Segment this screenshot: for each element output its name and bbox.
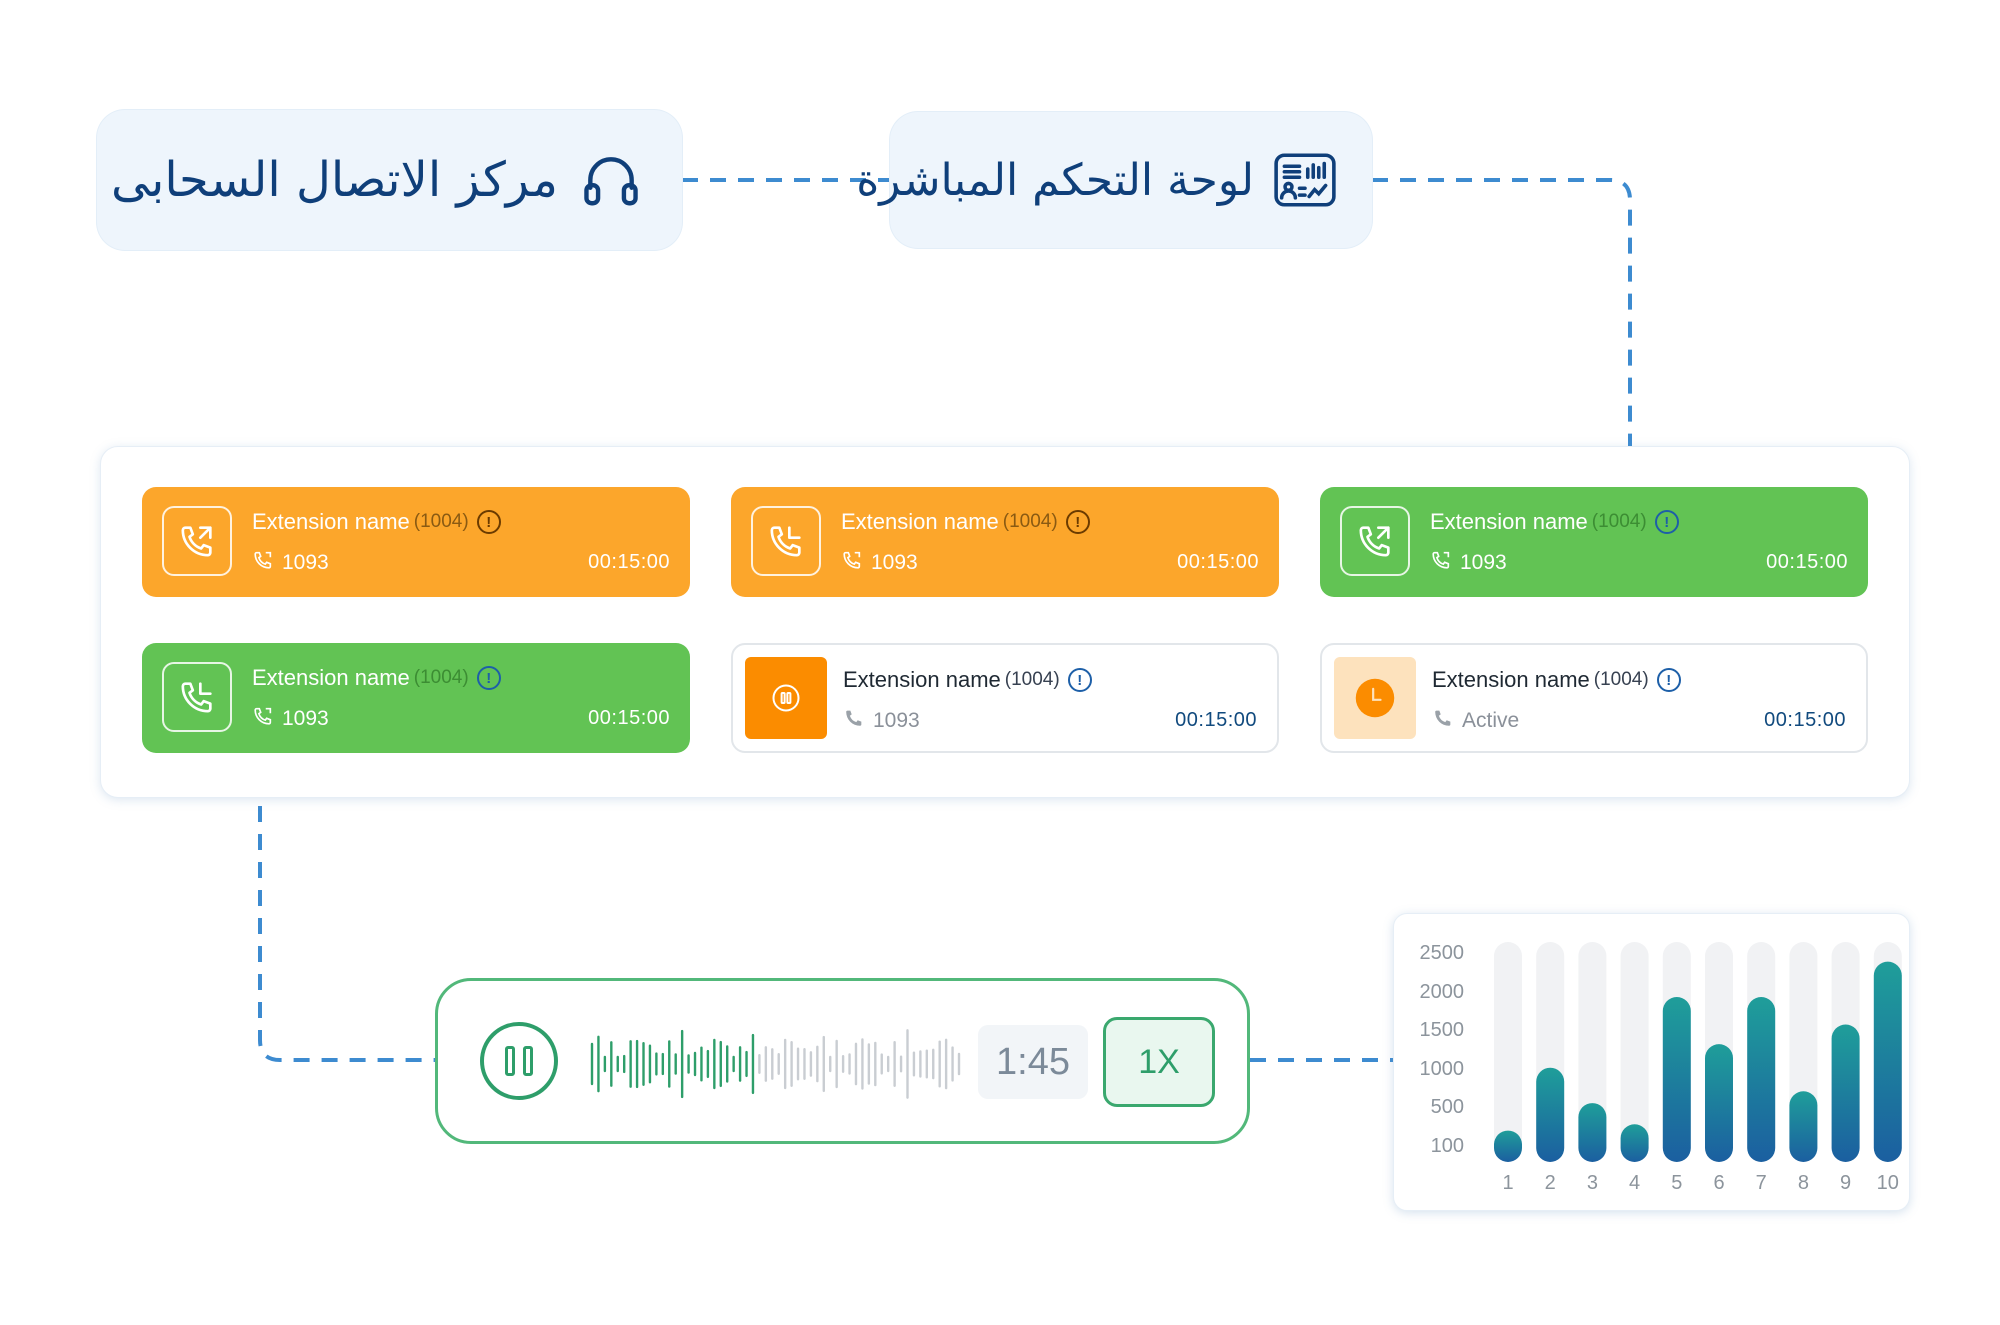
caller-number: 1093 bbox=[873, 709, 920, 732]
extension-card-1[interactable]: Extension name(1004) ! 1093 00:15:00 bbox=[142, 487, 690, 597]
x-tick-label: 8 bbox=[1797, 1172, 1809, 1194]
x-tick-label: 9 bbox=[1840, 1172, 1852, 1194]
bar-7[interactable] bbox=[1747, 997, 1776, 1162]
info-icon[interactable]: ! bbox=[1654, 510, 1679, 534]
x-tick-label: 4 bbox=[1629, 1172, 1641, 1194]
info-icon[interactable]: ! bbox=[476, 666, 501, 690]
clock-icon bbox=[1334, 657, 1416, 739]
info-icon[interactable]: ! bbox=[1067, 668, 1092, 692]
phone-icon bbox=[252, 705, 274, 733]
phone-incoming-icon bbox=[1340, 506, 1410, 576]
phone-icon bbox=[1432, 707, 1454, 735]
call-duration: 00:15:00 bbox=[1177, 551, 1259, 573]
y-tick-label: 100 bbox=[1430, 1134, 1464, 1157]
pause-bar-right bbox=[523, 1046, 533, 1076]
bar-8[interactable] bbox=[1789, 1091, 1818, 1162]
extension-name: Extension name(1004) ! bbox=[843, 667, 1092, 693]
x-tick-label: 5 bbox=[1671, 1172, 1683, 1194]
bar-track bbox=[1494, 942, 1522, 1162]
y-tick-label: 500 bbox=[1430, 1096, 1464, 1118]
caller-number: 1093 bbox=[282, 551, 329, 574]
bar-chart-card: 1 2 3 4 5 6 7 8 9 10 2500 2000 1500 1000 500 100 bbox=[1393, 913, 1910, 1211]
extension-name: Extension name(1004) ! bbox=[252, 509, 501, 535]
audio-player: 1:45 1X bbox=[435, 978, 1250, 1144]
phone-outgoing-icon bbox=[162, 662, 232, 732]
call-duration: 00:15:00 bbox=[1766, 551, 1848, 573]
y-tick-label: 2500 bbox=[1419, 942, 1465, 964]
phone-icon bbox=[252, 549, 274, 577]
y-tick-label: 1000 bbox=[1419, 1057, 1465, 1080]
bar-2[interactable] bbox=[1536, 1067, 1565, 1162]
x-tick-label: 1 bbox=[1502, 1172, 1514, 1194]
bar-9[interactable] bbox=[1831, 1024, 1860, 1163]
call-duration: 00:15:00 bbox=[1175, 709, 1257, 731]
extension-name: Extension name(1004) ! bbox=[841, 509, 1090, 535]
playback-time: 1:45 bbox=[978, 1025, 1088, 1099]
y-tick-label: 2000 bbox=[1419, 980, 1465, 1003]
y-tick-label: 1500 bbox=[1419, 1019, 1465, 1041]
bar-5[interactable] bbox=[1662, 997, 1691, 1162]
extension-name: Extension name(1004) ! bbox=[1432, 667, 1681, 693]
phone-icon bbox=[1430, 549, 1452, 577]
extension-card-4[interactable]: Extension name(1004) ! 1093 00:15:00 bbox=[142, 643, 690, 753]
call-status: Active bbox=[1462, 709, 1520, 732]
info-icon[interactable]: ! bbox=[1656, 668, 1681, 692]
phone-icon bbox=[841, 549, 863, 577]
info-icon[interactable]: ! bbox=[1065, 510, 1090, 534]
cloud-contact-center-title: مركز الاتصال السحابى bbox=[111, 152, 558, 208]
extension-card-2[interactable]: Extension name(1004) ! 1093 00:15:00 bbox=[731, 487, 1279, 597]
phone-outgoing-icon bbox=[751, 506, 821, 576]
extension-name: Extension name(1004) ! bbox=[1430, 509, 1679, 535]
live-dashboard-title: لوحة التحكم المباشرة bbox=[856, 154, 1254, 206]
cloud-contact-center-pill[interactable]: مركز الاتصال السحابى bbox=[97, 110, 682, 250]
dashboard-icon bbox=[1272, 147, 1338, 213]
extension-card-5[interactable]: Extension name(1004) ! 1093 00:15:00 bbox=[731, 643, 1279, 753]
headset-icon bbox=[580, 149, 642, 211]
x-tick-label: 3 bbox=[1586, 1172, 1598, 1194]
bar-1[interactable] bbox=[1494, 1130, 1522, 1162]
bar-4[interactable] bbox=[1620, 1124, 1649, 1162]
bar-chart bbox=[1494, 942, 1902, 1163]
bar-3[interactable] bbox=[1578, 1103, 1607, 1162]
caller-number: 1093 bbox=[871, 551, 918, 574]
bar-6[interactable] bbox=[1705, 1044, 1733, 1162]
bar-10[interactable] bbox=[1873, 961, 1902, 1162]
waveform[interactable] bbox=[588, 1019, 963, 1109]
call-duration: 00:15:00 bbox=[588, 551, 670, 573]
playback-speed-button[interactable]: 1X bbox=[1103, 1017, 1215, 1107]
pause-bar-left bbox=[505, 1046, 515, 1076]
x-tick-label: 6 bbox=[1713, 1172, 1725, 1194]
call-duration: 00:15:00 bbox=[1764, 709, 1846, 731]
caller-number: 1093 bbox=[1460, 551, 1507, 574]
phone-incoming-icon bbox=[162, 506, 232, 576]
pause-button[interactable] bbox=[480, 1022, 558, 1100]
info-icon[interactable]: ! bbox=[476, 510, 501, 534]
x-tick-label: 7 bbox=[1755, 1172, 1767, 1194]
x-tick-label: 2 bbox=[1544, 1172, 1556, 1194]
x-tick-label: 10 bbox=[1876, 1172, 1899, 1194]
live-dashboard-pill[interactable]: لوحة التحكم المباشرة bbox=[856, 112, 1372, 248]
bar-track bbox=[1620, 942, 1649, 1162]
extension-name: Extension name(1004) ! bbox=[252, 665, 501, 691]
call-duration: 00:15:00 bbox=[588, 707, 670, 729]
extension-card-6[interactable]: Extension name(1004) ! Active 00:15:00 bbox=[1320, 643, 1868, 753]
extension-card-3[interactable]: Extension name(1004) ! 1093 00:15:00 bbox=[1320, 487, 1868, 597]
caller-number: 1093 bbox=[282, 707, 329, 730]
extensions-panel: Extension name(1004) ! 1093 00:15:00 Ext… bbox=[100, 446, 1910, 798]
phone-icon bbox=[843, 707, 865, 735]
pause-icon bbox=[745, 657, 827, 739]
